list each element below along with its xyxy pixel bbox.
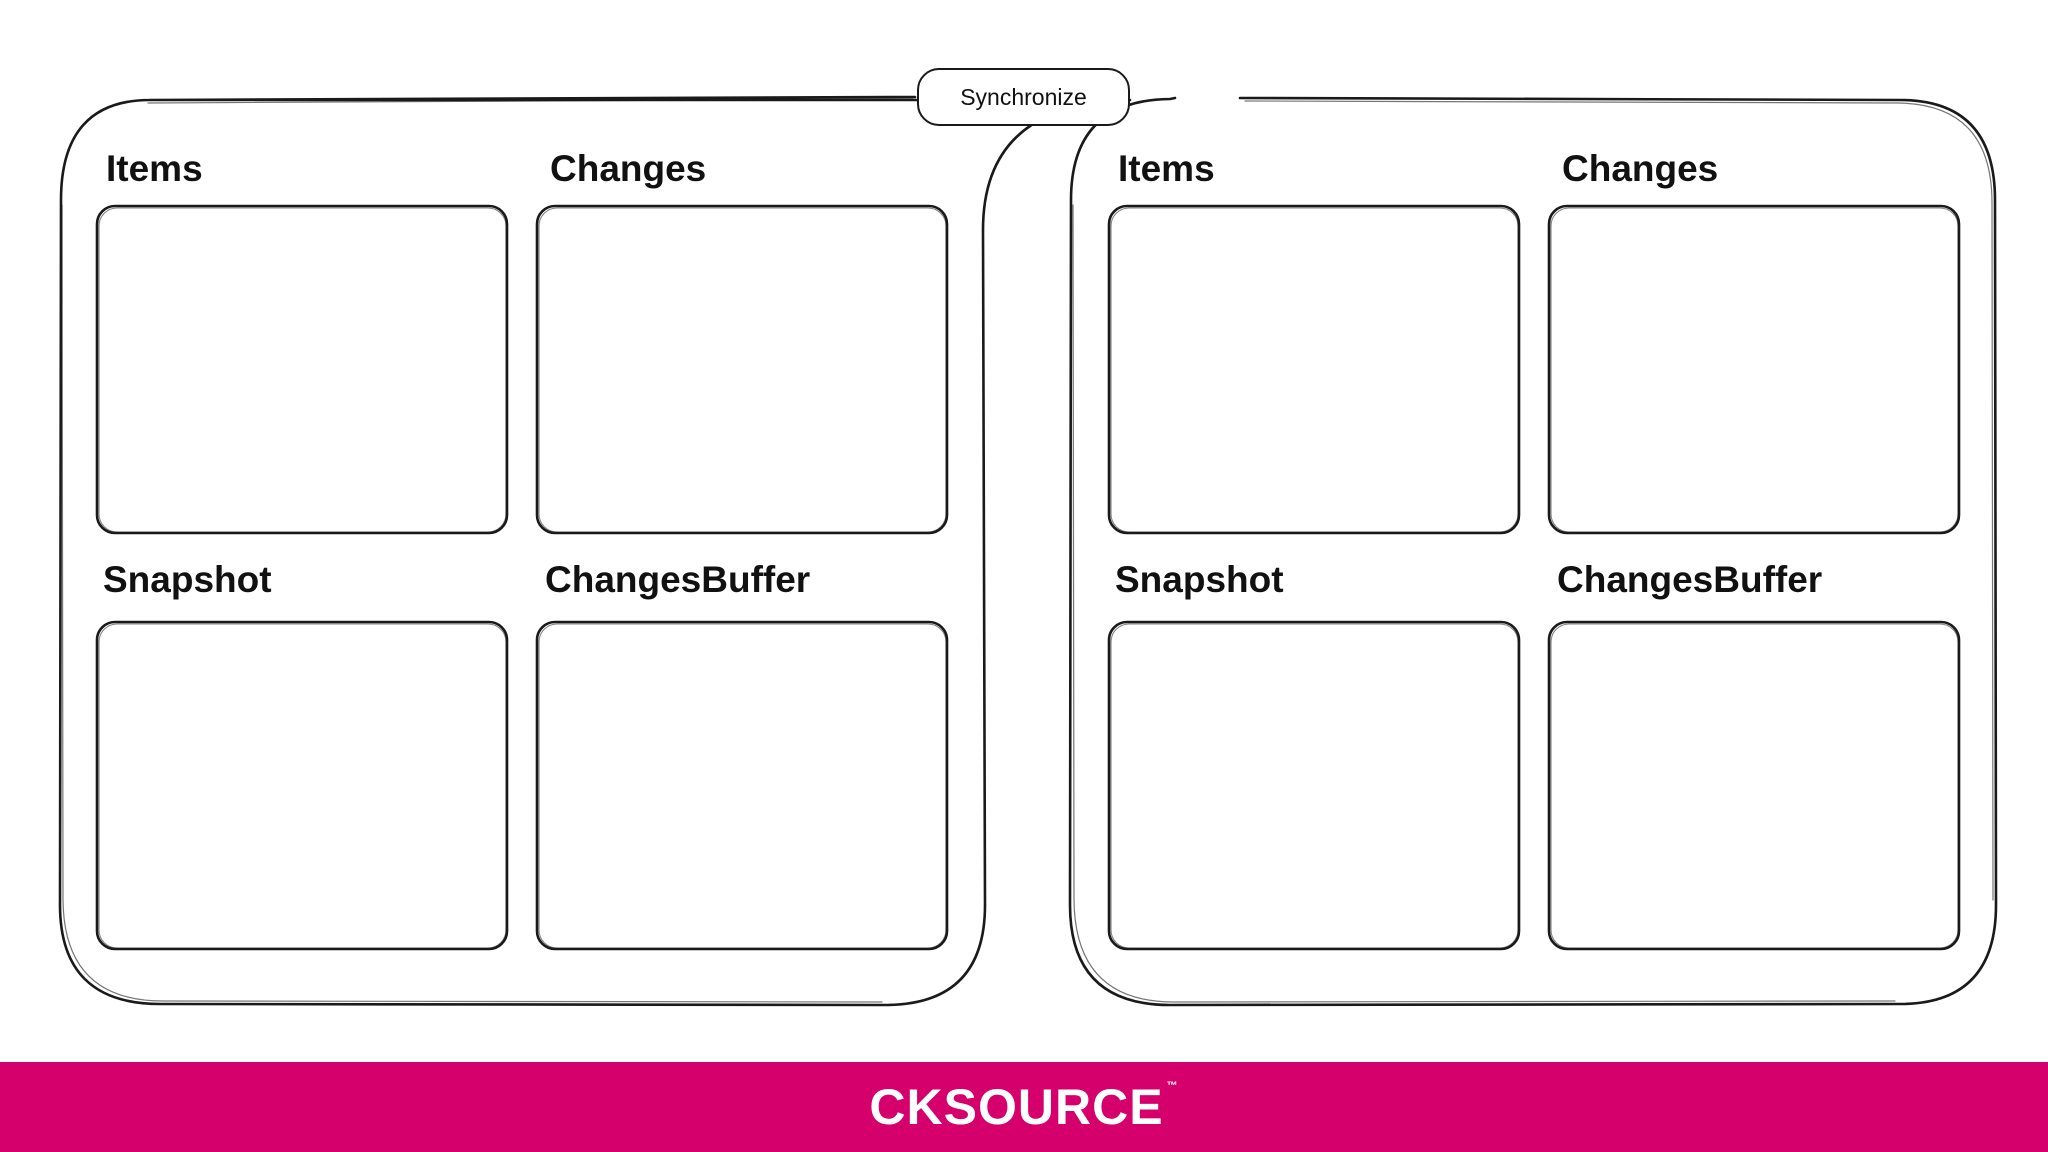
left-snapshot-label: Snapshot [103,559,272,600]
right-changes-label: Changes [1562,148,1719,189]
synchronize-button[interactable]: Synchronize [917,68,1130,126]
right-changesbuffer-label: ChangesBuffer [1557,559,1823,600]
right-snapshot-box[interactable] [1109,622,1519,949]
left-changesbuffer-box[interactable] [537,622,947,949]
left-items-label: Items [106,148,203,189]
left-changes-box[interactable] [537,206,947,533]
left-snapshot-box[interactable] [97,622,507,949]
left-items-box[interactable] [97,206,507,533]
left-changesbuffer-label: ChangesBuffer [545,559,811,600]
logo-text: CKSOURCE [869,1079,1164,1135]
trademark-symbol: ™ [1166,1080,1179,1092]
right-items-label: Items [1118,148,1215,189]
right-snapshot-label: Snapshot [1115,559,1284,600]
right-changes-box[interactable] [1549,206,1959,533]
right-items-box[interactable] [1109,206,1519,533]
footer-bar: CKSOURCE ™ [0,1062,2048,1152]
cksource-logo: CKSOURCE ™ [869,1078,1178,1136]
left-changes-label: Changes [550,148,707,189]
right-changesbuffer-box[interactable] [1549,622,1959,949]
